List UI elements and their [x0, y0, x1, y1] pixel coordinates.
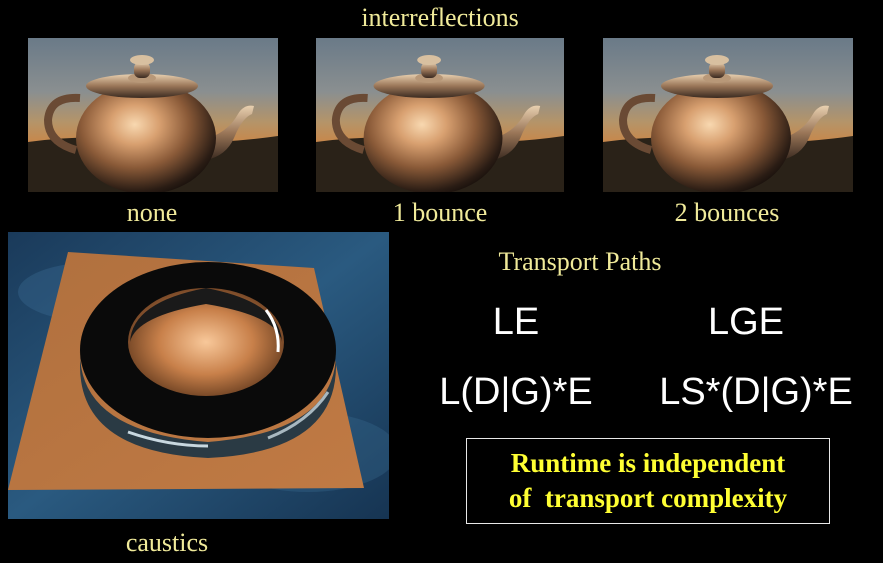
caustics-image [8, 232, 389, 519]
teapot-image-none [28, 38, 278, 192]
transport-paths-title: Transport Paths [498, 247, 662, 276]
teapot-label-none: none [126, 198, 178, 227]
teapot-label-1-bounce: 1 bounce [392, 198, 488, 227]
teapot-image-2-bounces [603, 38, 853, 192]
runtime-note-line-2: of transport complexity [508, 483, 788, 513]
caustics-label: caustics [125, 528, 209, 557]
transport-path-ls-ldg-e: LS*(D|G)*E [659, 371, 853, 413]
teapot-image-1-bounce [316, 38, 564, 192]
transport-path-le: LE [492, 301, 540, 343]
runtime-note-box: Runtime is independent of transport comp… [466, 438, 830, 524]
transport-path-lge: LGE [707, 301, 785, 343]
transport-path-ldg-e: L(D|G)*E [439, 371, 593, 413]
runtime-note-line-1: Runtime is independent [510, 448, 786, 479]
teapot-label-2-bounces: 2 bounces [674, 198, 780, 227]
page-title: interreflections [361, 3, 519, 32]
